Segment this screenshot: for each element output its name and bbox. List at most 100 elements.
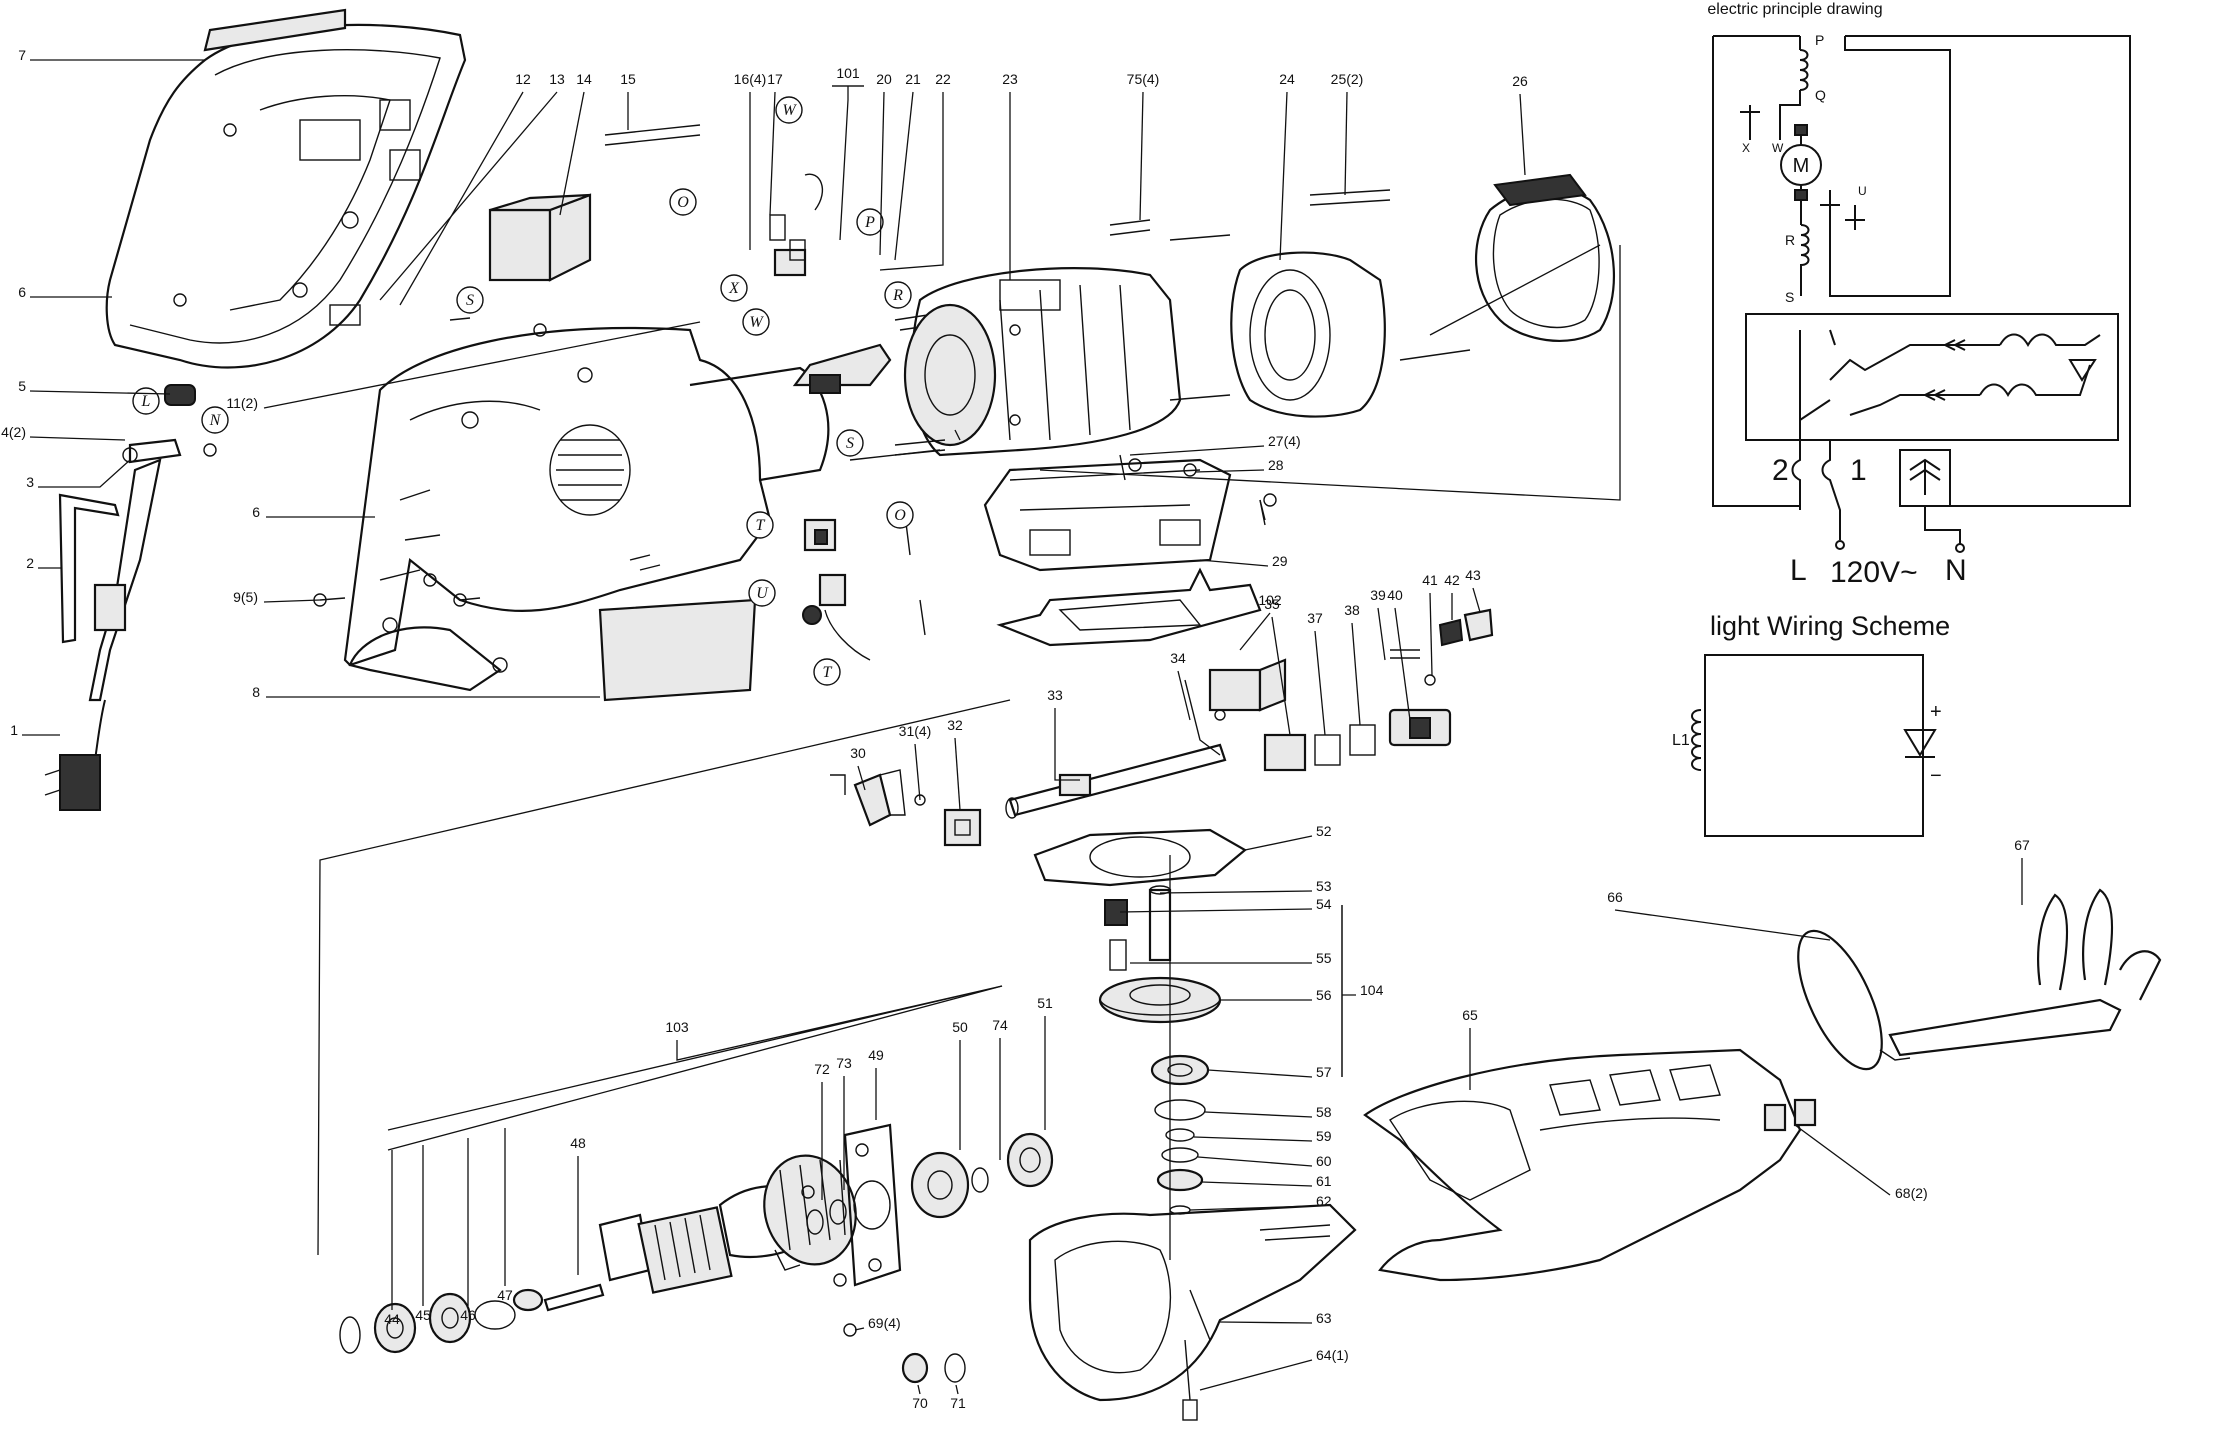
part-leader-line	[1394, 607, 1411, 721]
part-number-label: 6	[252, 504, 260, 520]
part-number-label: 72	[814, 1061, 830, 1077]
part-number-label: 8	[252, 684, 260, 700]
front-shroud	[1363, 1048, 1802, 1282]
part-leader-line	[1271, 616, 1291, 736]
part-leader-line	[1189, 1205, 1313, 1211]
part-leader-line	[263, 599, 321, 603]
part-number-label: 27(4)	[1268, 433, 1301, 449]
stator	[1230, 189, 1471, 418]
part-number-label: 101	[836, 65, 860, 81]
part-leader-line	[1244, 835, 1313, 851]
part-number-label: 66	[1607, 889, 1623, 905]
part-number-label: 49	[868, 1047, 884, 1063]
part-leader-line	[1194, 469, 1265, 473]
svg-text:+: +	[1930, 701, 1942, 723]
electric-schematic: electric principle drawing P Q X W M R S…	[1707, 1, 2131, 589]
part-number-label: 12	[515, 71, 531, 87]
baffle-plate	[843, 1123, 902, 1287]
part-number-label: 41	[1422, 572, 1438, 588]
fan-baffle	[1475, 173, 1616, 342]
part-leader-line	[879, 91, 885, 256]
part-leader-line	[1239, 612, 1271, 651]
part-number-label: 59	[1316, 1128, 1332, 1144]
gear-cover	[983, 458, 1266, 572]
part-leader-line	[387, 985, 1003, 1131]
part-number-label: 51	[1037, 995, 1053, 1011]
part-leader-line	[1159, 890, 1313, 894]
part-number-label: 60	[1316, 1153, 1332, 1169]
part-number-label: 48	[570, 1135, 586, 1151]
part-leader-line	[379, 91, 558, 301]
part-number-label: 34	[1170, 650, 1186, 666]
part-number-label: 9(5)	[233, 589, 258, 605]
part-leader-line	[1177, 670, 1191, 721]
part-leader-line	[1204, 1111, 1313, 1118]
part-leader-line	[854, 1327, 865, 1331]
part-number-label: 63	[1316, 1310, 1332, 1326]
wire-callout-letter: W	[749, 314, 764, 331]
part-leader-line	[857, 765, 866, 791]
part-number-label: 22	[935, 71, 951, 87]
part-number-label: 15	[620, 71, 636, 87]
part-leader-line	[29, 390, 171, 395]
wire-callout-letter: O	[677, 194, 689, 211]
svg-text:P: P	[1815, 32, 1824, 48]
wire-callout-circle	[746, 511, 774, 539]
housing-right-half	[343, 327, 830, 702]
motor-symbol: M	[1793, 155, 1810, 177]
wire-callout-circle	[884, 281, 912, 309]
wire-callout-letter: U	[756, 585, 769, 602]
wire-callout-circle	[132, 387, 160, 415]
part-leader-line	[1201, 1181, 1313, 1187]
part-number-label: 1	[10, 722, 18, 738]
wire-callout-circle	[886, 501, 914, 529]
part-leader-line	[1197, 1156, 1313, 1167]
svg-text:Q: Q	[1815, 87, 1826, 103]
switch-terminal-1: 1	[1850, 454, 1867, 487]
armature	[474, 1154, 857, 1330]
wire-callout-circle	[669, 188, 697, 216]
part-number-label: 102	[1258, 592, 1282, 608]
part-leader-line	[399, 91, 524, 306]
wire-callout-circle	[720, 274, 748, 302]
blade-clamp	[1763, 888, 2162, 1132]
part-leader-line	[1129, 445, 1265, 456]
part-number-label: 40	[1387, 587, 1403, 603]
part-number-label: 2	[26, 555, 34, 571]
switch-terminal-2: 2	[1772, 454, 1789, 487]
part-number-label: 3	[26, 474, 34, 490]
part-number-label: 38	[1344, 602, 1360, 618]
part-number-label: 52	[1316, 823, 1332, 839]
wire-callout-circle	[742, 308, 770, 336]
part-number-label: 20	[876, 71, 892, 87]
light-assembly	[1184, 608, 1494, 772]
part-number-label: 103	[665, 1019, 689, 1035]
plunger-rod	[1005, 743, 1227, 819]
wire-callout-letter: X	[728, 280, 740, 297]
projection-lines	[317, 244, 1621, 1260]
armature-bearings	[339, 1292, 472, 1354]
part-number-label: 31(4)	[899, 723, 932, 739]
part-number-label: 32	[947, 717, 963, 733]
part-number-label: 30	[850, 745, 866, 761]
wire-callout-circle	[813, 658, 841, 686]
part-leader-line	[263, 321, 701, 409]
mains-line: L	[1790, 554, 1807, 587]
part-number-label: 64(1)	[1316, 1347, 1349, 1363]
part-number-label: 74	[992, 1017, 1008, 1033]
part-number-label: 50	[952, 1019, 968, 1035]
part-leader-line	[879, 92, 944, 271]
part-leader-line	[894, 91, 914, 261]
part-leader-line	[1199, 559, 1269, 567]
wire-callout-circle	[201, 406, 229, 434]
mains-neutral: N	[1945, 554, 1967, 587]
part-number-label: 75(4)	[1127, 71, 1160, 87]
svg-text:−: −	[1930, 765, 1942, 787]
wobble-plate	[1033, 828, 1247, 887]
part-leader-line	[955, 1384, 959, 1395]
part-leader-line	[914, 743, 921, 801]
wire-callout-letter: N	[209, 412, 222, 429]
part-leader-line	[1429, 592, 1433, 676]
